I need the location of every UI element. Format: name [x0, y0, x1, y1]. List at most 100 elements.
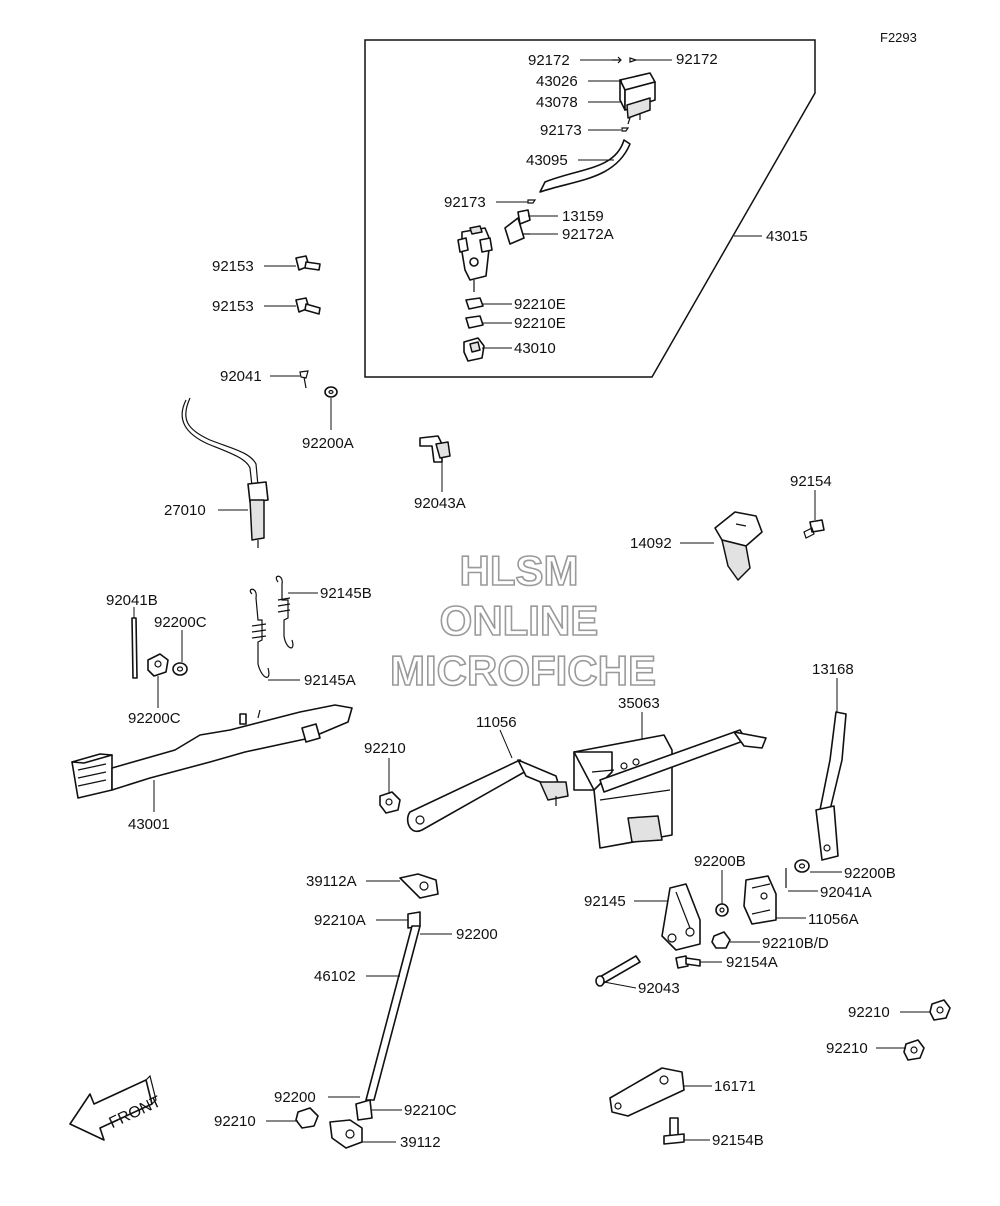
part-92172-clips	[612, 56, 638, 64]
label-92200-b: 92200	[274, 1089, 316, 1106]
label-92145: 92145	[584, 893, 626, 910]
part-92041-cotter-pin	[299, 370, 309, 389]
label-92210E-a: 92210E	[514, 296, 566, 313]
part-92173-clip-lower	[527, 199, 537, 204]
figure-id: F2293	[880, 30, 917, 45]
part-92210E-nut	[465, 297, 484, 329]
part-92154A-bolt	[675, 955, 701, 969]
label-43001: 43001	[128, 816, 170, 833]
label-92145A: 92145A	[304, 672, 356, 689]
part-16171-plate	[609, 1067, 685, 1117]
part-92200B-washer-b	[794, 859, 810, 873]
label-43026: 43026	[536, 73, 578, 90]
label-13159: 13159	[562, 208, 604, 225]
label-92210-d: 92210	[214, 1113, 256, 1130]
part-92210-nut-c	[929, 999, 951, 1021]
part-11056A-clevis	[743, 875, 777, 925]
watermark-line-2: ONLINE	[440, 597, 599, 644]
part-92173-clip	[621, 127, 630, 132]
part-92145A-spring	[249, 588, 270, 678]
part-43026-reservoir-cap	[619, 72, 656, 125]
part-92043A-clip	[419, 435, 451, 463]
label-92210-a: 92210	[364, 740, 406, 757]
part-92041B-pin	[131, 617, 138, 679]
label-16171: 16171	[714, 1078, 756, 1095]
part-11056-lever	[406, 759, 569, 833]
label-92043: 92043	[638, 980, 680, 997]
label-43095: 43095	[526, 152, 568, 169]
label-92210E-b: 92210E	[514, 315, 566, 332]
part-92210-nut-a	[379, 791, 401, 814]
part-13168-rod	[815, 711, 847, 861]
label-43010: 43010	[514, 340, 556, 357]
part-43095-hose	[539, 139, 631, 193]
part-92200C-washer-b	[172, 662, 188, 676]
label-92210-c: 92210	[826, 1040, 868, 1057]
part-92145-spring-bracket	[661, 883, 701, 951]
part-92043-pin	[595, 955, 641, 987]
part-92200A-washer	[324, 386, 338, 398]
front-arrow: FRONT	[69, 1074, 164, 1141]
part-92200C-washer-a	[147, 653, 169, 677]
label-92210B-D: 92210B/D	[762, 935, 829, 952]
label-11056: 11056	[476, 714, 517, 731]
watermark: HLSM ONLINE MICROFICHE	[389, 546, 657, 695]
label-92200C-b: 92200C	[128, 710, 181, 727]
label-46102: 46102	[314, 968, 356, 985]
label-92200B-a: 92200B	[694, 853, 746, 870]
label-14092: 14092	[630, 535, 672, 552]
label-92200A: 92200A	[302, 435, 354, 452]
part-92153-bolt-a	[295, 255, 321, 271]
label-92210A: 92210A	[314, 912, 366, 929]
part-92154-bleeder	[803, 519, 825, 539]
label-92210-b: 92210	[848, 1004, 890, 1021]
label-92145B: 92145B	[320, 585, 372, 602]
label-92173-b: 92173	[444, 194, 486, 211]
leader-lines	[133, 59, 930, 1143]
label-92200B-b: 92200B	[844, 865, 896, 882]
label-35063: 35063	[618, 695, 660, 712]
label-92200-a: 92200	[456, 926, 498, 943]
label-92200C-a: 92200C	[154, 614, 207, 631]
label-27010: 27010	[164, 502, 206, 519]
part-46102-rod	[329, 873, 439, 1149]
part-92210-nut-d	[903, 1039, 925, 1061]
label-43015: 43015	[766, 228, 808, 245]
part-43010-clevis	[463, 337, 485, 362]
part-35063-bracket	[573, 729, 767, 849]
label-92210C: 92210C	[404, 1102, 457, 1119]
label-92153-b: 92153	[212, 298, 254, 315]
part-92200B-washer-a	[715, 903, 729, 917]
part-92210BD-nut	[711, 931, 731, 949]
label-92172-b: 92172	[676, 51, 718, 68]
label-92041A: 92041A	[820, 884, 872, 901]
part-43001-brake-pedal	[71, 704, 353, 799]
label-92041B: 92041B	[106, 592, 158, 609]
part-92153-bolt-b	[295, 297, 321, 315]
part-92145B-spring	[275, 575, 294, 649]
label-92172-a: 92172	[528, 52, 570, 69]
label-13168: 13168	[812, 661, 854, 678]
watermark-line-3: MICROFICHE	[390, 647, 656, 694]
part-92210-nut-b	[295, 1107, 319, 1129]
label-92154B: 92154B	[712, 1132, 764, 1149]
label-92172A: 92172A	[562, 226, 614, 243]
label-92154: 92154	[790, 473, 832, 490]
label-92173-a: 92173	[540, 122, 582, 139]
label-11056A: 11056A	[808, 911, 859, 928]
label-92154A: 92154A	[726, 954, 778, 971]
label-92153-a: 92153	[212, 258, 254, 275]
part-14092-cap	[714, 511, 763, 581]
label-92041: 92041	[220, 368, 262, 385]
part-92154B-bolt	[663, 1117, 685, 1145]
part-13159-fitting	[504, 209, 531, 245]
assembly-box-43015	[364, 39, 816, 378]
label-39112A: 39112A	[306, 873, 357, 890]
watermark-line-1: HLSM	[460, 547, 579, 594]
label-92043A: 92043A	[414, 495, 466, 512]
label-43078: 43078	[536, 94, 578, 111]
label-39112: 39112	[400, 1134, 441, 1151]
part-master-cylinder-body	[457, 225, 493, 292]
part-27010-brake-switch	[181, 397, 269, 548]
